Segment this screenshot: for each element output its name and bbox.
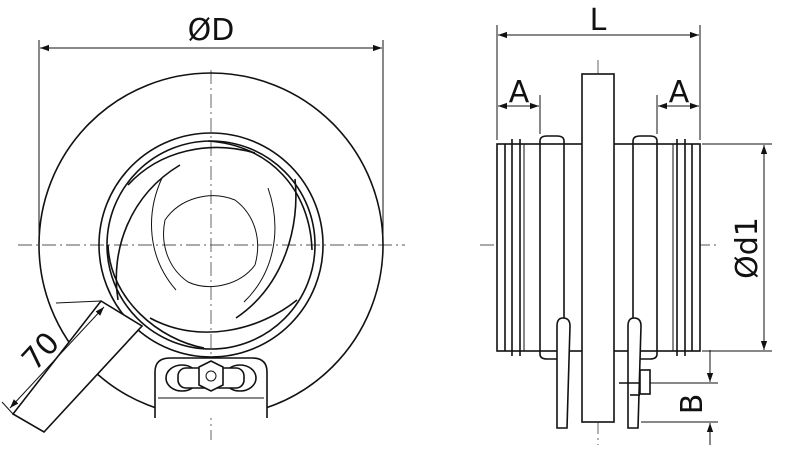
left-seal-rings (504, 135, 565, 360)
length-label: L (590, 3, 607, 38)
inner-diameter-label: Ød1 (730, 217, 765, 279)
right-lever (627, 317, 642, 429)
iris-blades (107, 140, 313, 349)
side-view: L A A Ød1 B (480, 3, 772, 445)
left-lever (556, 317, 571, 429)
a-right-label: A (669, 75, 690, 110)
b-label: B (675, 394, 710, 415)
inner-ring-outer (98, 132, 324, 358)
outer-diameter-label: ØD (188, 13, 235, 48)
clamp-block (154, 357, 268, 418)
a-left-label: A (509, 75, 530, 110)
center-plate (581, 73, 615, 423)
front-view: ØD 70 (1, 13, 405, 440)
